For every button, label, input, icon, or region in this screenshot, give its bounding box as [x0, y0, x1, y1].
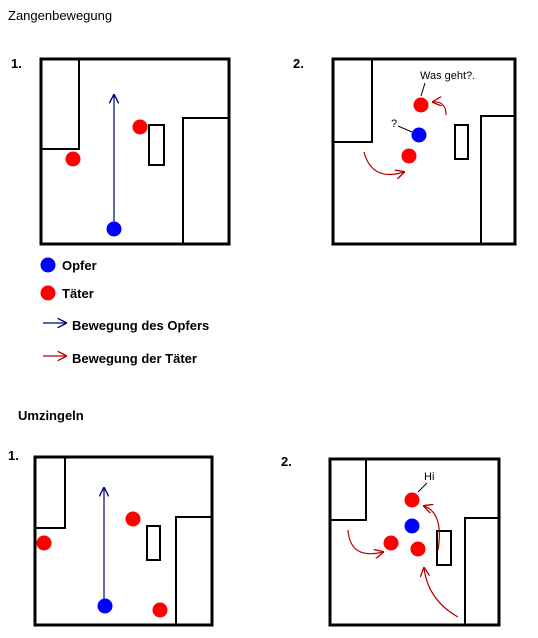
victim-dot — [404, 518, 420, 534]
legend-attacker-label: Täter — [62, 286, 94, 301]
attacker-dot — [383, 535, 399, 551]
legend-victim-move-label: Bewegung des Opfers — [72, 318, 209, 333]
attacker-dot — [413, 97, 429, 113]
attacker-dot — [132, 119, 148, 135]
room-panel-1a — [39, 57, 231, 246]
victim-dot — [106, 221, 122, 237]
attacker-arrow-2a-top — [433, 102, 447, 116]
legend-victim-dot — [40, 257, 56, 273]
attacker-dot — [152, 602, 168, 618]
legend: Opfer Täter Bewegung des Opfers Bewegung… — [40, 257, 209, 366]
panel-label-2b: 2. — [281, 454, 292, 469]
room-panel-2a — [331, 57, 517, 246]
legend-victim-label: Opfer — [62, 258, 97, 273]
speech-hi: Hi — [424, 471, 434, 483]
speech-was-geht: Was geht?. — [420, 70, 475, 82]
attacker-dot — [65, 151, 81, 167]
victim-dot — [97, 598, 113, 614]
room-panel-1b — [33, 455, 214, 627]
section-title-zangenbewegung: Zangenbewegung — [8, 8, 112, 23]
victim-dot — [411, 127, 427, 143]
panel-label-1b: 1. — [8, 448, 19, 463]
panel-label-1a: 1. — [11, 56, 22, 71]
speech-pointer — [420, 82, 426, 97]
speech-pointer — [397, 125, 413, 133]
attacker-dot — [36, 535, 52, 551]
attacker-dot — [125, 511, 141, 527]
attacker-arrow-2b-top — [424, 506, 440, 551]
attacker-dot — [401, 148, 417, 164]
speech-question: ? — [391, 118, 397, 130]
section-title-umzingeln: Umzingeln — [18, 408, 84, 423]
panel-label-2a: 2. — [293, 56, 304, 71]
attacker-arrow-2b-left — [347, 529, 383, 554]
attacker-dot — [410, 541, 426, 557]
legend-attacker-dot — [40, 285, 56, 301]
attacker-arrow-2a-bottom — [363, 151, 404, 175]
legend-attacker-move-label: Bewegung der Täter — [72, 351, 197, 366]
room-panel-2b — [328, 457, 501, 627]
attacker-arrow-2b-bottom — [424, 568, 459, 618]
speech-pointer — [417, 482, 428, 493]
attacker-dot — [404, 492, 420, 508]
